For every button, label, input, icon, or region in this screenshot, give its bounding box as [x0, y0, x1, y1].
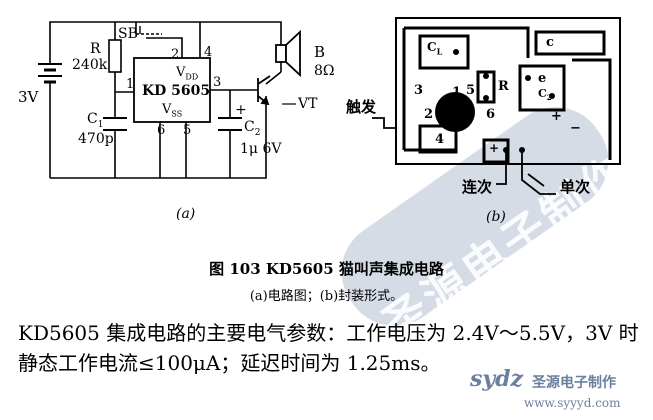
label-b-e: e: [538, 71, 547, 86]
label-pin1: 1: [126, 77, 135, 92]
pcb-trace-right: [572, 58, 612, 160]
label-b-plus: +: [551, 109, 562, 124]
pcb-chip: [435, 92, 475, 132]
label-b-pin4: 4: [435, 132, 445, 147]
label-c2-plus: +: [235, 102, 247, 118]
figure-title: 图 103 KD5605 猫叫声集成电路: [209, 260, 444, 278]
label-b-c2: C2: [538, 87, 552, 103]
label-pin3: 3: [213, 75, 222, 90]
label-pin2: 2: [171, 47, 180, 62]
label-vdd: VDD: [176, 65, 199, 82]
pcb-trace-bottom: [404, 132, 458, 152]
watermark-logo: sydz: [470, 366, 524, 392]
label-continuous: 连次: [462, 178, 493, 196]
wire-trigger: [372, 117, 396, 129]
label-ic-name: KD 5605: [142, 83, 211, 99]
wire-pin2: [166, 37, 183, 58]
wire-single: [521, 150, 556, 195]
label-pin5: 5: [183, 123, 192, 138]
capacitor-c1-symbol: [103, 117, 127, 131]
label-b-pin3: 3: [414, 83, 424, 98]
label-pin6: 6: [157, 123, 166, 138]
watermark-brand: 圣源电子制作: [532, 375, 616, 391]
figure-subtitle: (a)电路图；(b)封装形式。: [249, 289, 404, 304]
pcb-pad-c: [534, 30, 606, 56]
pcb-pad-cl: [418, 34, 470, 70]
label-b-pin2: 2: [424, 107, 434, 122]
label-speaker: B: [314, 43, 326, 61]
pcb-trace-top: [404, 26, 530, 58]
watermark-url: www.syyyd.com: [524, 396, 621, 410]
wire-bottom-rail: [50, 108, 267, 179]
label-c1-value: 470p: [78, 131, 114, 147]
switch-sb-symbol: [136, 26, 166, 39]
wire-continuous: [496, 150, 507, 185]
switch-single: [527, 173, 545, 187]
transistor-vt-symbol: [257, 75, 271, 106]
pcb-board: [395, 17, 621, 165]
label-transistor: VT: [298, 96, 318, 112]
wire-top-rail: [49, 21, 282, 60]
label-single: 单次: [560, 178, 591, 196]
ic-kd5605-box: [133, 57, 211, 123]
pcb-pad-4: [418, 124, 458, 154]
label-pin4: 4: [204, 45, 213, 60]
label-b-pin1: 1: [452, 85, 462, 100]
resistor-r-symbol: [108, 39, 122, 73]
pcb-pad-r: [476, 70, 496, 104]
label-r-value: 240k: [72, 57, 108, 73]
label-speaker-value: 8Ω: [314, 63, 335, 79]
wire-collector: [265, 71, 282, 85]
label-b-minus: −: [570, 121, 581, 136]
capacitor-c2-symbol: [218, 117, 242, 131]
label-vss: VSS: [162, 102, 183, 119]
label-b-c: c: [546, 35, 554, 50]
label-trigger: 触发: [346, 98, 377, 116]
subfig-label-b: (b): [486, 209, 506, 225]
label-b-r: R: [498, 79, 509, 94]
label-sb: SB: [118, 26, 138, 42]
label-c2: C2: [244, 119, 261, 138]
label-battery-voltage: 3V: [18, 88, 39, 106]
label-c2-value: 1μ 6V: [240, 141, 282, 157]
label-b-plus-bottom: +: [489, 141, 500, 155]
battery-symbol: [38, 63, 62, 84]
label-b-cl: CL: [427, 40, 443, 57]
pcb-pad-c2: [518, 64, 566, 112]
subfig-label-a: (a): [176, 206, 196, 222]
speaker-b-symbol: [275, 29, 301, 78]
label-b-pin5: 5: [466, 83, 476, 98]
body-paragraph: KD5605 集成电路的主要电气参数：工作电压为 2.4V～5.5V，3V 时静…: [18, 321, 639, 375]
label-c1: C1: [87, 111, 104, 130]
label-b-pin6: 6: [486, 107, 496, 122]
label-r: R: [90, 41, 101, 57]
